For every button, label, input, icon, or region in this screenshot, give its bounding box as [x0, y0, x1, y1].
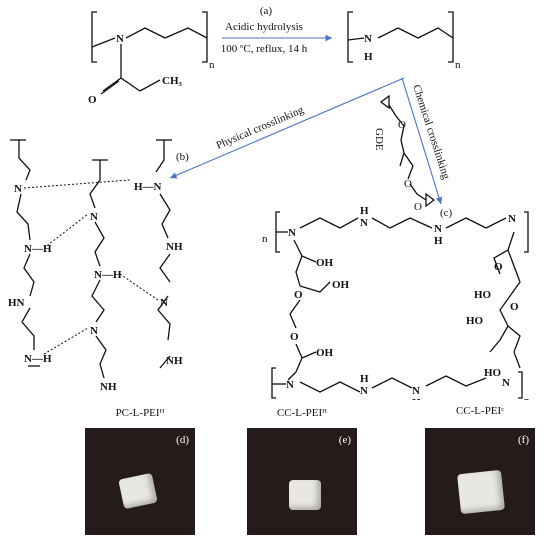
atom-n: N	[90, 211, 98, 223]
photo-tag-f: (f)	[518, 434, 529, 446]
chemical-network: (c) N H N N H N n OH O OH O OH	[262, 205, 530, 400]
atom-o: O	[510, 301, 519, 313]
gde-label: GDE	[373, 128, 385, 151]
sample-f	[457, 469, 505, 515]
atom-n: N	[160, 297, 168, 309]
atom-n: N	[90, 325, 98, 337]
atom-o: O	[290, 331, 299, 343]
atom-nh: H	[360, 373, 369, 385]
atom-o: O	[414, 201, 422, 213]
atom-hn: HN	[8, 297, 25, 309]
atom-h: H	[364, 51, 373, 63]
repeat-n: n	[524, 395, 530, 400]
atom-n: N	[286, 379, 294, 391]
atom-n: N	[502, 377, 510, 389]
atom-ho: HO	[484, 367, 502, 379]
atom-n: N	[116, 33, 124, 45]
atom-oh: OH	[316, 347, 334, 359]
atom-nh: N	[360, 217, 368, 229]
pox-structure: N O CH₃ n	[88, 11, 215, 106]
atom-hn: H—N	[134, 181, 162, 193]
atom-nh: NH	[100, 381, 117, 393]
reaction-scheme: N O CH₃ n (a) Acidic hydrolysis 100 ºC, …	[8, 5, 530, 400]
physical-crosslinking-arrow: Physical crosslinking	[169, 77, 405, 179]
atom-ho: HO	[474, 289, 492, 301]
atom-ch3: CH₃	[162, 75, 183, 87]
atom-nh: N	[434, 223, 442, 235]
atom-n: N	[508, 213, 516, 225]
atom-o: O	[404, 178, 412, 190]
atom-o: O	[398, 119, 406, 131]
atom-nh: NH	[166, 241, 183, 253]
atom-o: O	[494, 261, 503, 273]
atom-nh: H	[360, 205, 369, 217]
atom-n: N	[288, 227, 296, 239]
physical-label: Physical crosslinking	[214, 104, 305, 152]
condition-bottom: 100 ºC, reflux, 14 h	[221, 43, 308, 55]
atom-oh: OH	[332, 279, 350, 291]
hydrolysis-arrow: (a) Acidic hydrolysis 100 ºC, reflux, 14…	[221, 5, 332, 55]
repeat-n: n	[262, 233, 268, 245]
photo-f: (f)	[425, 428, 535, 535]
photo-d: (d)	[85, 428, 195, 535]
photo-caption-d: PC-L-PEIᴴ	[115, 407, 165, 419]
photo-e: (e)	[247, 428, 357, 535]
repeat-n: n	[455, 59, 461, 71]
atom-nh: N—H	[94, 269, 122, 281]
photo-caption-f: CC-L-PEIᶜ	[455, 405, 505, 417]
atom-o: O	[294, 289, 303, 301]
photo-caption-e: CC-L-PEIᴴ	[276, 407, 328, 419]
atom-nh: N—H	[24, 243, 52, 255]
atom-nh: N	[360, 385, 368, 397]
atom-nh: N—H	[24, 353, 52, 365]
atom-n: N	[364, 33, 372, 45]
photo-tag-e: (e)	[338, 434, 351, 446]
lpei-structure: N H n	[347, 11, 461, 71]
atom-o: O	[88, 94, 97, 106]
gde-molecule: O O O GDE	[373, 94, 436, 213]
sample-e	[289, 480, 321, 510]
physical-network: (b) N N—H HN N—H N N—H N NH H—N NH N NH	[8, 139, 189, 393]
condition-top: Acidic hydrolysis	[225, 21, 303, 33]
label-c: (c)	[440, 207, 453, 219]
atom-nh: H	[412, 397, 421, 400]
chemical-label: Chemical crosslinking	[410, 83, 452, 181]
atom-oh: OH	[316, 257, 334, 269]
atom-nh: N	[412, 385, 420, 397]
photo-tag-d: (d)	[176, 434, 189, 446]
step-a-label: (a)	[260, 5, 273, 17]
label-b: (b)	[176, 151, 189, 163]
atom-nh: H	[434, 235, 443, 247]
atom-ho: HO	[466, 315, 484, 327]
repeat-n: n	[209, 59, 215, 71]
atom-nh: NH	[166, 355, 183, 367]
atom-n: N	[14, 183, 22, 195]
sample-d	[118, 472, 158, 510]
